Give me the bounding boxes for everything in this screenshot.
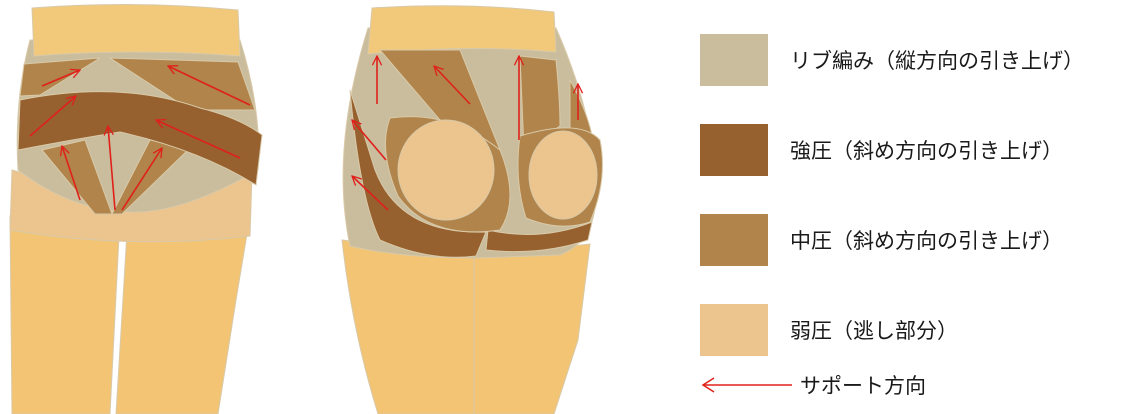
legend-item-support-direction: サポート方向	[700, 370, 926, 400]
legend-item-medium: 中圧（斜め方向の引き上げ）	[700, 214, 1063, 266]
legend-swatch-strong	[700, 124, 768, 176]
legend-item-rib: リブ編み（縦方向の引き上げ）	[700, 34, 1084, 86]
legend-item-weak: 弱圧（逃し部分）	[700, 304, 958, 356]
front-waistband	[32, 4, 240, 56]
right-leg	[116, 216, 250, 414]
front-view-figure	[10, 4, 262, 414]
legend-swatch-rib	[700, 34, 768, 86]
back-waistband	[368, 6, 556, 54]
legend-swatch-medium	[700, 214, 768, 266]
legend-item-strong: 強圧（斜め方向の引き上げ）	[700, 124, 1063, 176]
legend-label-weak: 弱圧（逃し部分）	[790, 315, 958, 345]
back-weak-right	[529, 131, 597, 219]
back-right-leg	[474, 244, 590, 414]
legend-label-support-direction: サポート方向	[800, 370, 926, 400]
legend-label-medium: 中圧（斜め方向の引き上げ）	[790, 225, 1063, 255]
back-left-leg	[342, 240, 480, 414]
back-weak-left	[398, 120, 494, 220]
legend-swatch-weak	[700, 304, 768, 356]
legend-label-strong: 強圧（斜め方向の引き上げ）	[790, 135, 1063, 165]
back-view-figure	[342, 6, 602, 414]
figures-canvas	[0, 0, 690, 414]
left-arrow-icon	[700, 373, 794, 397]
left-leg	[10, 216, 120, 414]
legend-label-rib: リブ編み（縦方向の引き上げ）	[790, 45, 1084, 75]
